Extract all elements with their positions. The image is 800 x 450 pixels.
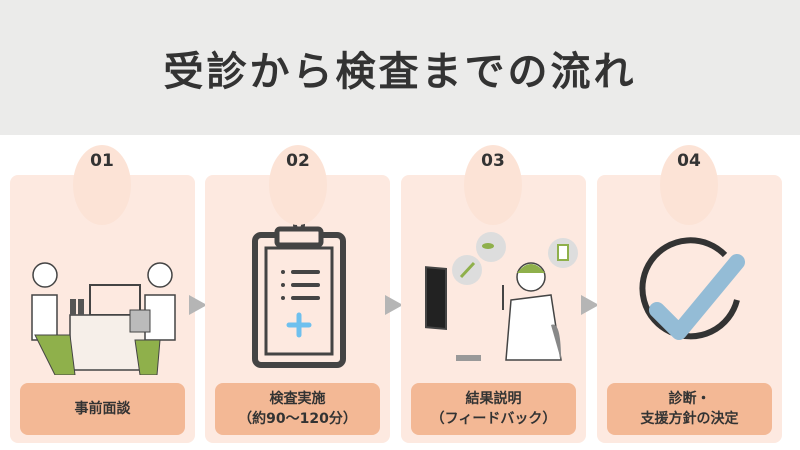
step-label: 事前面談 bbox=[20, 383, 185, 435]
consultation-illustration bbox=[31, 262, 176, 375]
step-label-line: 事前面談 bbox=[74, 401, 131, 417]
header: 受診から検査までの流れ bbox=[0, 0, 800, 135]
arrow-right-icon bbox=[189, 295, 207, 315]
arrow-right-icon bbox=[581, 295, 599, 315]
step-number: 03 bbox=[481, 151, 505, 171]
clipboard-icon bbox=[252, 219, 346, 368]
step-number: 02 bbox=[286, 151, 310, 171]
step-number-bubble bbox=[660, 145, 718, 225]
step-label-line: 支援方針の決定 bbox=[640, 411, 739, 427]
step-card-4: 診断・ 支援方針の決定 bbox=[597, 175, 782, 443]
step-label-line: 検査実施 bbox=[269, 391, 326, 407]
arrow-right-icon bbox=[385, 295, 403, 315]
step-number-bubble bbox=[269, 145, 327, 225]
step-number-bubble bbox=[464, 145, 522, 225]
step-label-line: （フィードバック） bbox=[430, 411, 557, 427]
step-label: 結果説明 （フィードバック） bbox=[411, 383, 576, 435]
feedback-illustration bbox=[425, 232, 578, 361]
checkmark-circle-icon bbox=[639, 237, 745, 340]
step-number: 04 bbox=[677, 151, 701, 171]
step-card-2: 検査実施 （約90〜120分） bbox=[205, 175, 390, 443]
step-label: 診断・ 支援方針の決定 bbox=[607, 383, 772, 435]
step-number-bubble bbox=[73, 145, 131, 225]
step-label-line: （約90〜120分） bbox=[238, 411, 357, 427]
step-label-line: 診断・ bbox=[668, 391, 711, 407]
step-label: 検査実施 （約90〜120分） bbox=[215, 383, 380, 435]
step-label-line: 結果説明 bbox=[465, 391, 522, 407]
step-number: 01 bbox=[90, 151, 114, 171]
page-title: 受診から検査までの流れ bbox=[163, 48, 637, 95]
